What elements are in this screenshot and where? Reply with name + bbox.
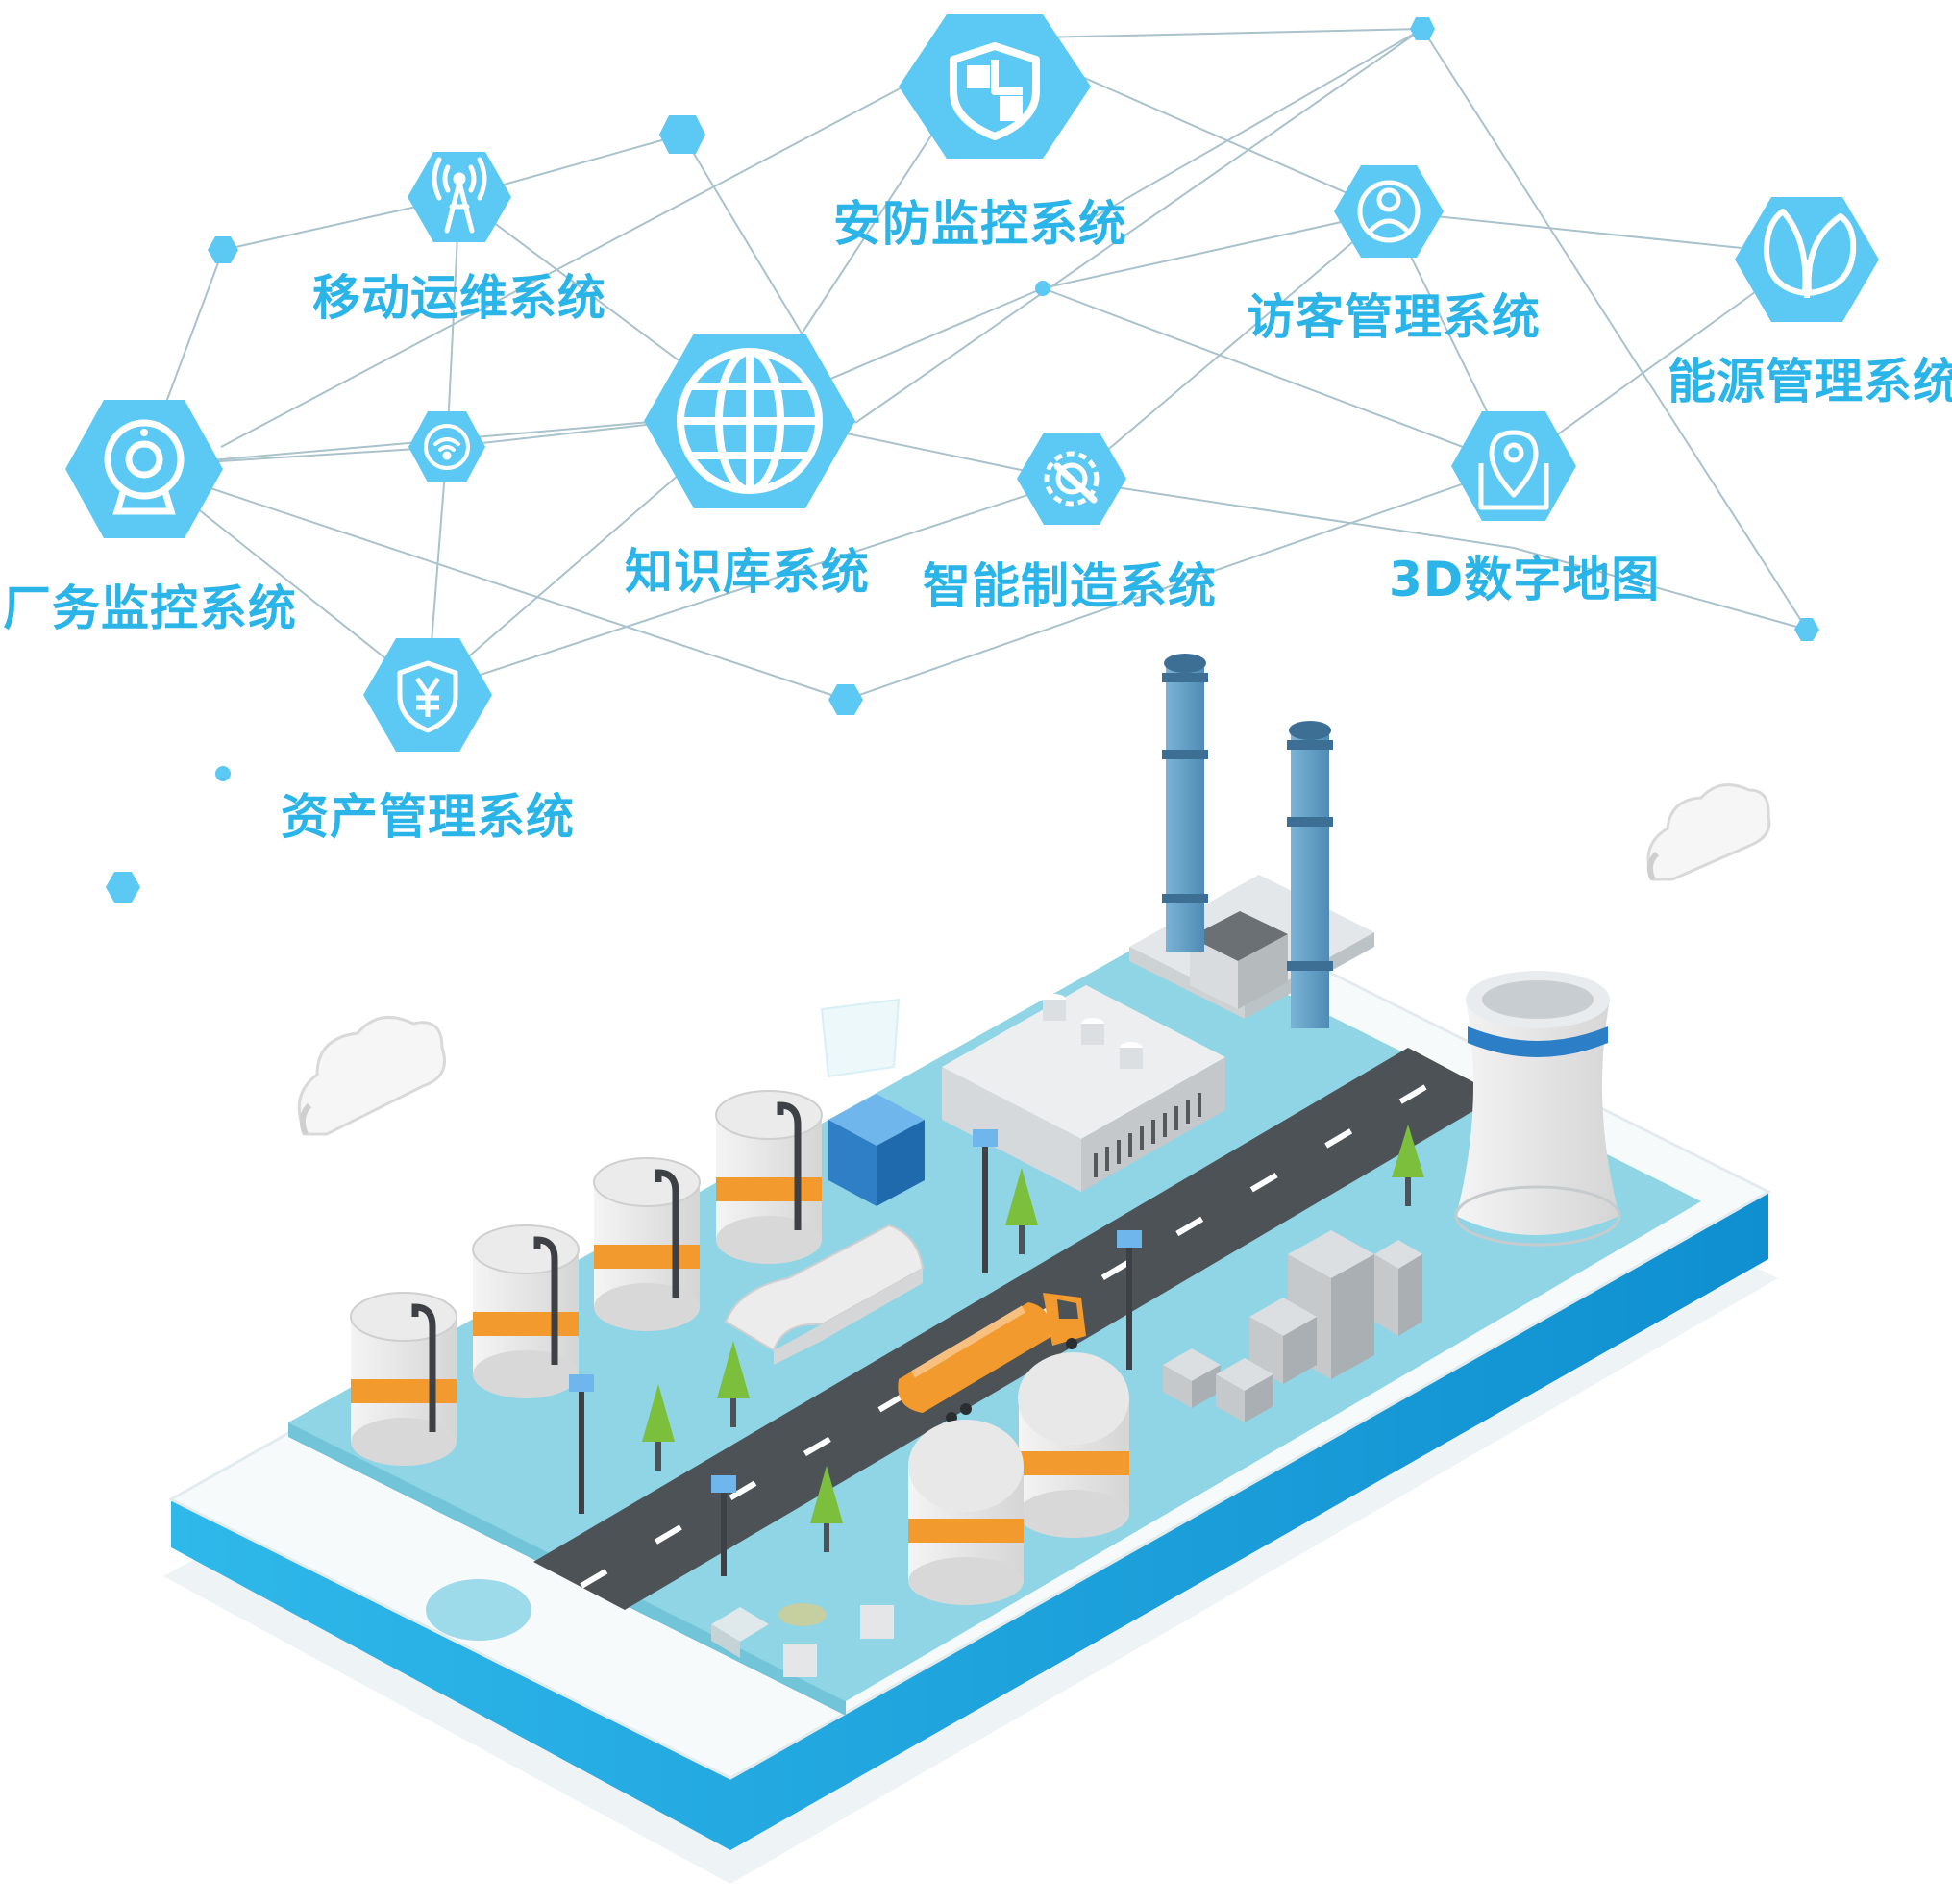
cloud-right <box>1646 783 1771 881</box>
manufacturing-node[interactable] <box>1017 433 1126 525</box>
storage-tanks-left <box>350 1090 823 1466</box>
tank <box>350 1292 457 1466</box>
wifi-icon <box>424 424 470 470</box>
asset-node[interactable] <box>363 638 492 752</box>
mobile-ops-node[interactable] <box>408 152 511 242</box>
trees <box>642 1125 1424 1552</box>
label-security-system: 安防监控系统 <box>833 196 1127 252</box>
small-nodes <box>106 17 1819 903</box>
tank <box>908 1420 1024 1605</box>
tree <box>1392 1125 1424 1206</box>
network-lines <box>143 28 1808 701</box>
yuan-shield-icon <box>397 660 458 733</box>
node-dot <box>659 115 705 154</box>
label-asset-system: 资产管理系统 <box>281 789 575 845</box>
cloud-left <box>297 1016 446 1136</box>
node-dot <box>1035 281 1050 296</box>
node-dot <box>208 236 238 263</box>
power-plant <box>1129 654 1374 1028</box>
mini-objects <box>711 1603 894 1677</box>
tank <box>715 1090 823 1264</box>
street-lamps <box>569 1129 1142 1576</box>
shield-icon <box>950 42 1040 140</box>
tree <box>717 1341 750 1427</box>
security-node[interactable] <box>899 14 1091 159</box>
label-factory-monitor-system: 厂务监控系统 <box>3 581 297 636</box>
knowledge-node[interactable] <box>644 334 855 508</box>
antenna-tower-icon <box>432 157 487 234</box>
energy-node[interactable] <box>1735 197 1879 322</box>
tank <box>472 1224 580 1398</box>
node-dot <box>1410 17 1435 40</box>
label-knowledge-system: 知识库系统 <box>625 544 870 600</box>
node-dot <box>215 766 231 781</box>
label-energy-system: 能源管理系统 <box>1668 354 1952 409</box>
factory-building <box>942 985 1225 1192</box>
office-buildings <box>1163 1230 1422 1422</box>
node-dot <box>828 684 863 715</box>
tree <box>642 1384 675 1471</box>
visitor-node[interactable] <box>1334 165 1444 258</box>
tree <box>1005 1168 1038 1254</box>
map3d-node[interactable] <box>1451 411 1576 521</box>
gear-wrench-icon <box>1044 451 1100 507</box>
label-mobile-ops-system: 移动运维系统 <box>312 270 606 326</box>
cooling-tower <box>1454 971 1621 1247</box>
webcam-icon <box>104 419 185 515</box>
node-dot <box>106 872 140 903</box>
node-dot <box>1794 618 1819 641</box>
tree <box>810 1466 843 1552</box>
tank <box>1018 1352 1129 1538</box>
hologram-screen <box>820 998 901 1078</box>
globe-icon <box>677 348 823 494</box>
map-pin-icon <box>1478 430 1549 510</box>
label-visitor-system: 访客管理系统 <box>1247 289 1541 345</box>
wifi-node[interactable] <box>408 411 485 482</box>
label-manufacturing-system: 智能制造系统 <box>923 558 1217 614</box>
warehouse <box>724 1224 925 1365</box>
user-icon <box>1357 180 1421 243</box>
data-cube <box>828 1094 925 1206</box>
home-button <box>426 1579 531 1641</box>
storage-tanks-right <box>908 1352 1129 1605</box>
tank <box>593 1157 701 1331</box>
factory-monitor-node[interactable] <box>65 400 223 538</box>
leaf-icon <box>1764 209 1857 298</box>
label-3d-map-system: 3D数字地图 <box>1389 552 1661 607</box>
